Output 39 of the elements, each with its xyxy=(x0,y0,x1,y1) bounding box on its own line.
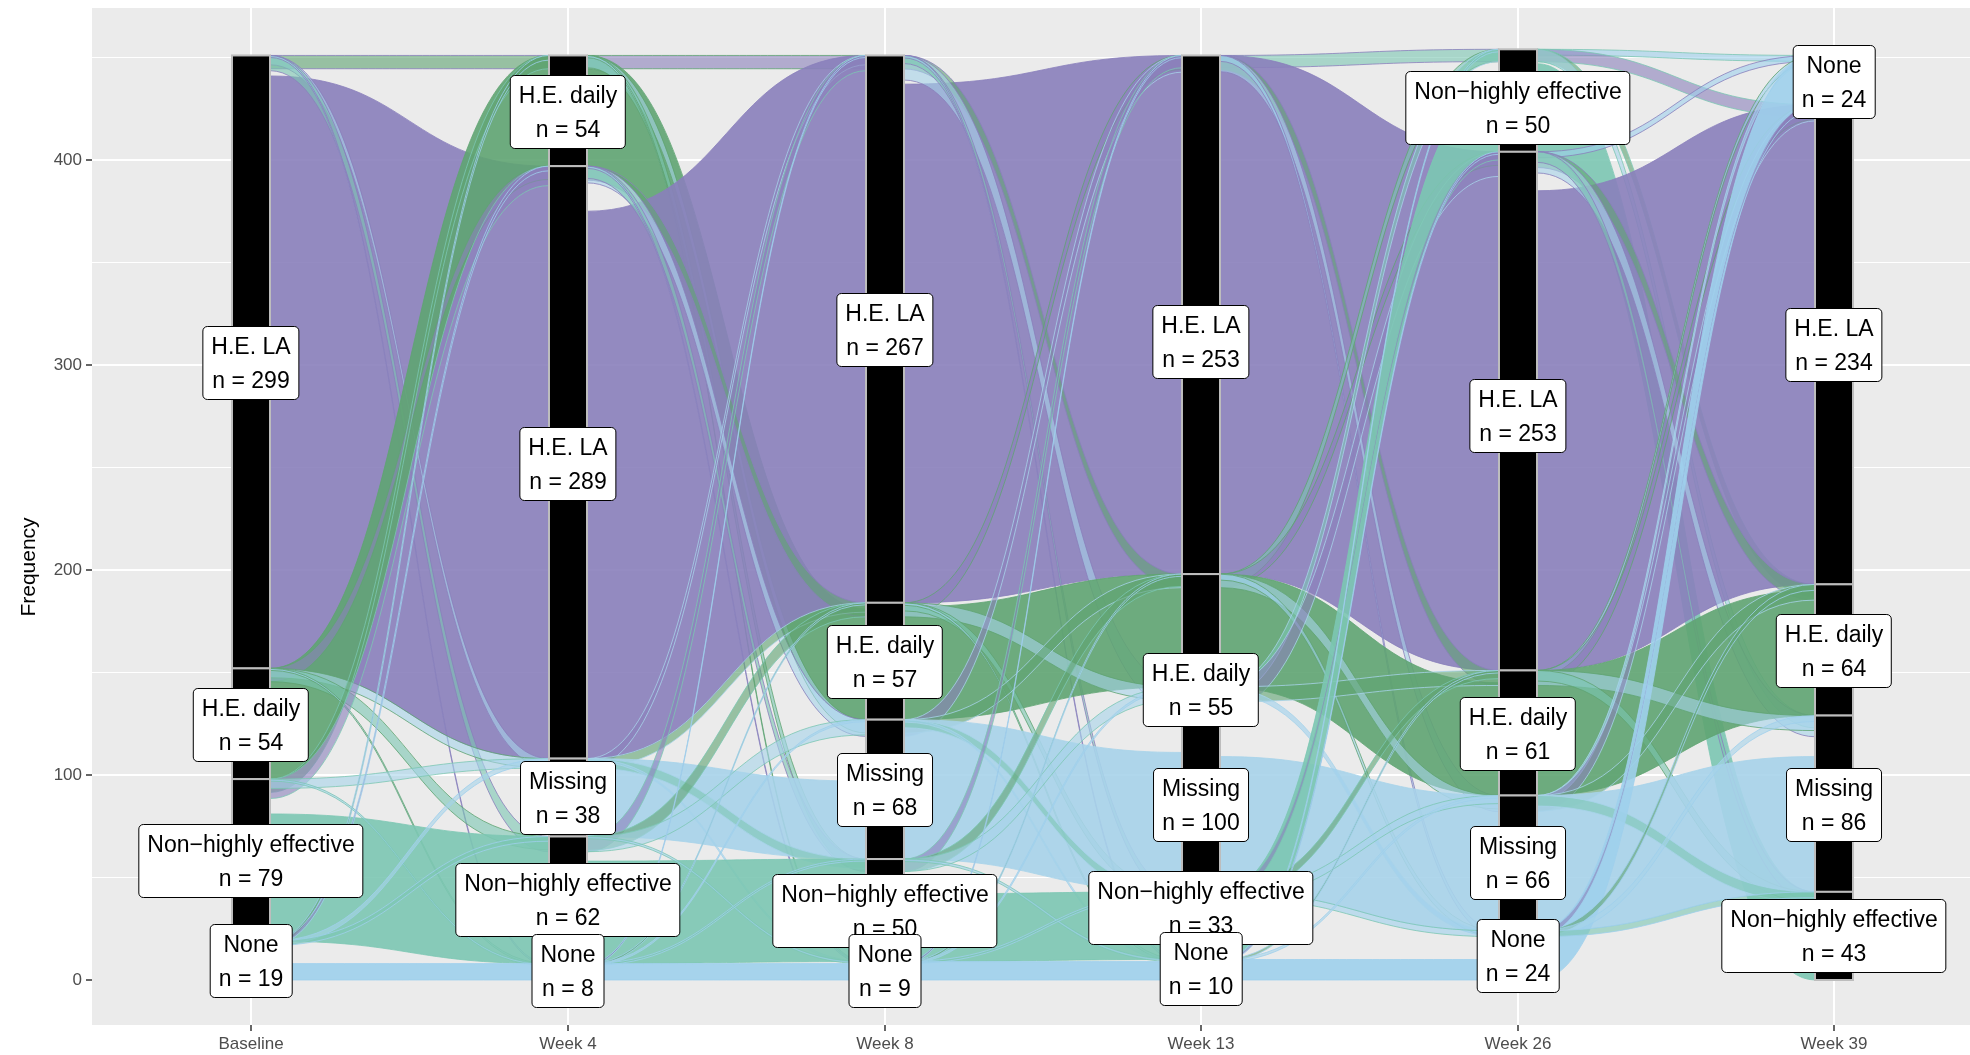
stratum-label: None n = 24 xyxy=(1476,919,1560,993)
stratum-label: None n = 8 xyxy=(531,934,605,1008)
stratum-label: H.E. daily n = 54 xyxy=(192,688,310,762)
stratum-label: H.E. LA n = 289 xyxy=(519,427,617,501)
stratum-label: None n = 9 xyxy=(848,934,922,1008)
x-tick-label: Week 13 xyxy=(1167,1034,1235,1054)
y-tick-label: 100 xyxy=(53,765,82,785)
stratum-label: None n = 10 xyxy=(1159,932,1243,1006)
stratum-label: Missing n = 100 xyxy=(1153,768,1249,842)
y-tick-label: 400 xyxy=(53,150,82,170)
stratum-label: H.E. LA n = 267 xyxy=(836,293,934,367)
stratum-label: Missing n = 86 xyxy=(1786,768,1882,842)
stratum-label: H.E. daily n = 61 xyxy=(1459,697,1577,771)
x-tick-label: Week 26 xyxy=(1484,1034,1552,1054)
y-tick-label: 200 xyxy=(53,560,82,580)
y-axis-title: Frequency xyxy=(15,517,40,617)
y-tick-label: 300 xyxy=(53,355,82,375)
stratum-label: Non−highly effective n = 79 xyxy=(138,824,364,898)
stratum-label: H.E. daily n = 54 xyxy=(509,75,627,149)
stratum-label: H.E. daily n = 64 xyxy=(1775,614,1893,688)
x-tick-label: Baseline xyxy=(218,1034,284,1054)
stratum-label: H.E. LA n = 253 xyxy=(1152,305,1250,379)
x-tick-label: Week 39 xyxy=(1800,1034,1868,1054)
stratum-label: None n = 24 xyxy=(1792,45,1876,119)
stratum-label: H.E. LA n = 299 xyxy=(202,326,300,400)
stratum-label: H.E. daily n = 57 xyxy=(826,625,944,699)
stratum-label: None n = 19 xyxy=(209,924,293,998)
stratum-label: Missing n = 38 xyxy=(520,761,616,835)
stratum-label: Non−highly effective n = 50 xyxy=(1405,71,1631,145)
stratum-label: H.E. LA n = 234 xyxy=(1785,308,1883,382)
stratum-label: H.E. LA n = 253 xyxy=(1469,379,1567,453)
stratum-label: Missing n = 68 xyxy=(837,753,933,827)
stratum-label: Non−highly effective n = 43 xyxy=(1721,899,1947,973)
y-tick-label: 0 xyxy=(72,970,82,990)
stratum-label: Non−highly effective n = 62 xyxy=(455,863,681,937)
stratum-label: Missing n = 66 xyxy=(1470,826,1566,900)
x-tick-label: Week 4 xyxy=(539,1034,597,1054)
x-tick-label: Week 8 xyxy=(856,1034,914,1054)
stratum-label: H.E. daily n = 55 xyxy=(1142,653,1260,727)
